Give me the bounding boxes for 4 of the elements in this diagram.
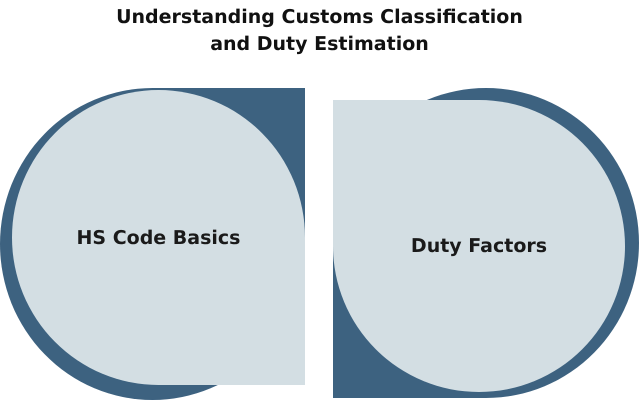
diagram-title: Understanding Customs Classification and Duty Estimation <box>115 5 524 57</box>
teardrop-shape <box>12 90 305 385</box>
node-label: HS Code Basics <box>76 226 240 248</box>
node-label: Duty Factors <box>410 235 548 257</box>
